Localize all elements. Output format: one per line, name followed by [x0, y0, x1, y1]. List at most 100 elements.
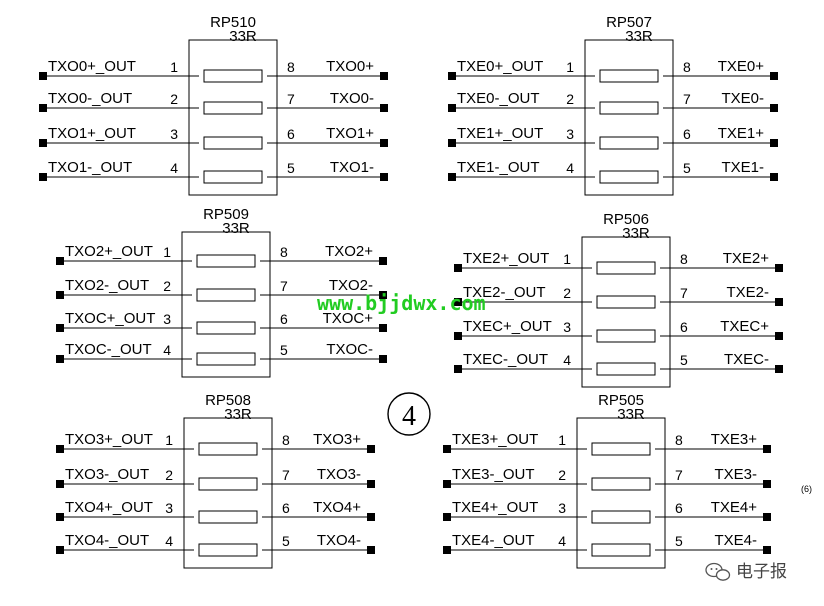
net-label: TXOC+: [323, 310, 374, 327]
pin-number: 7: [683, 91, 691, 107]
resistor-element: [596, 329, 656, 343]
pin-number: 1: [563, 251, 571, 267]
connector-terminal: [56, 513, 64, 521]
net-label: TXO0+: [326, 58, 374, 75]
pin-number: 6: [675, 500, 683, 516]
connector-terminal: [367, 480, 375, 488]
connector-terminal: [56, 546, 64, 554]
resistor-element: [198, 543, 258, 557]
net-label: TXE2-: [726, 284, 769, 301]
net-label: TXEC-_OUT: [463, 351, 548, 368]
connector-terminal: [454, 332, 462, 340]
pin-number: 5: [680, 352, 688, 368]
connector-terminal: [56, 355, 64, 363]
connector-terminal: [380, 139, 388, 147]
connector-terminal: [775, 264, 783, 272]
net-label: TXEC+: [720, 318, 769, 335]
net-label: TXE4-_OUT: [452, 532, 535, 549]
resistor-element: [203, 101, 263, 115]
connector-terminal: [443, 546, 451, 554]
resistor-element: [203, 170, 263, 184]
net-label: TXO3+_OUT: [65, 431, 153, 448]
figure-note: (6): [801, 484, 812, 494]
resistor-element: [196, 254, 256, 268]
net-label: TXE4-: [714, 532, 757, 549]
connector-terminal: [443, 480, 451, 488]
pack-body: [584, 39, 674, 196]
net-label: TXOC-_OUT: [65, 341, 152, 358]
connector-terminal: [454, 365, 462, 373]
resistor-element: [599, 69, 659, 83]
pin-number: 3: [563, 319, 571, 335]
connector-terminal: [380, 173, 388, 181]
net-label: TXO3+: [313, 431, 361, 448]
net-label: TXO1-_OUT: [48, 159, 132, 176]
section-number: 4: [402, 401, 416, 432]
pin-number: 3: [170, 126, 178, 142]
net-label: TXO2+: [325, 243, 373, 260]
pin-number: 4: [165, 533, 173, 549]
pack-value: 33R: [625, 28, 653, 45]
pin-number: 6: [282, 500, 290, 516]
pin-number: 2: [163, 278, 171, 294]
pack-value: 33R: [229, 28, 257, 45]
resistor-element: [198, 510, 258, 524]
pack-body: [188, 39, 278, 196]
pin-number: 6: [287, 126, 295, 142]
pin-number: 8: [675, 432, 683, 448]
pin-number: 6: [680, 319, 688, 335]
resistor-element: [599, 170, 659, 184]
net-label: TXEC-: [724, 351, 769, 368]
pin-number: 7: [680, 285, 688, 301]
net-label: TXO3-_OUT: [65, 466, 149, 483]
pin-number: 3: [566, 126, 574, 142]
resistor-element: [196, 288, 256, 302]
pin-number: 2: [165, 467, 173, 483]
net-label: TXO0+_OUT: [48, 58, 136, 75]
section-marker: 4: [387, 392, 431, 436]
net-label: TXE1+: [718, 125, 765, 142]
connector-terminal: [770, 173, 778, 181]
resistor-element: [198, 442, 258, 456]
connector-terminal: [367, 513, 375, 521]
resistor-element: [196, 352, 256, 366]
footer-brand: 电子报: [705, 562, 787, 582]
resistor-element: [599, 136, 659, 150]
pack-value: 33R: [617, 406, 645, 423]
pin-number: 5: [280, 342, 288, 358]
pin-number: 1: [566, 59, 574, 75]
pack-ref: RP508: [205, 392, 251, 409]
pin-number: 6: [683, 126, 691, 142]
net-label: TXE2+: [723, 250, 770, 267]
pin-number: 3: [163, 311, 171, 327]
net-label: TXE3-_OUT: [452, 466, 535, 483]
resistor-element: [198, 477, 258, 491]
pack-body: [181, 231, 271, 378]
net-label: TXOC+_OUT: [65, 310, 155, 327]
resistor-element: [596, 295, 656, 309]
pin-number: 5: [282, 533, 290, 549]
connector-terminal: [56, 445, 64, 453]
pin-number: 2: [566, 91, 574, 107]
pack-body: [581, 236, 671, 388]
connector-terminal: [448, 72, 456, 80]
pin-number: 6: [280, 311, 288, 327]
pin-number: 4: [566, 160, 574, 176]
connector-terminal: [367, 546, 375, 554]
watermark-text: www.bjjdwx.com: [317, 291, 486, 315]
connector-terminal: [775, 298, 783, 306]
connector-terminal: [56, 257, 64, 265]
connector-terminal: [56, 291, 64, 299]
resistor-element: [591, 442, 651, 456]
pin-number: 2: [558, 467, 566, 483]
resistor-element: [591, 510, 651, 524]
pin-number: 7: [675, 467, 683, 483]
pin-number: 7: [287, 91, 295, 107]
net-label: TXEC+_OUT: [463, 318, 552, 335]
pin-number: 4: [163, 342, 171, 358]
pin-number: 4: [563, 352, 571, 368]
